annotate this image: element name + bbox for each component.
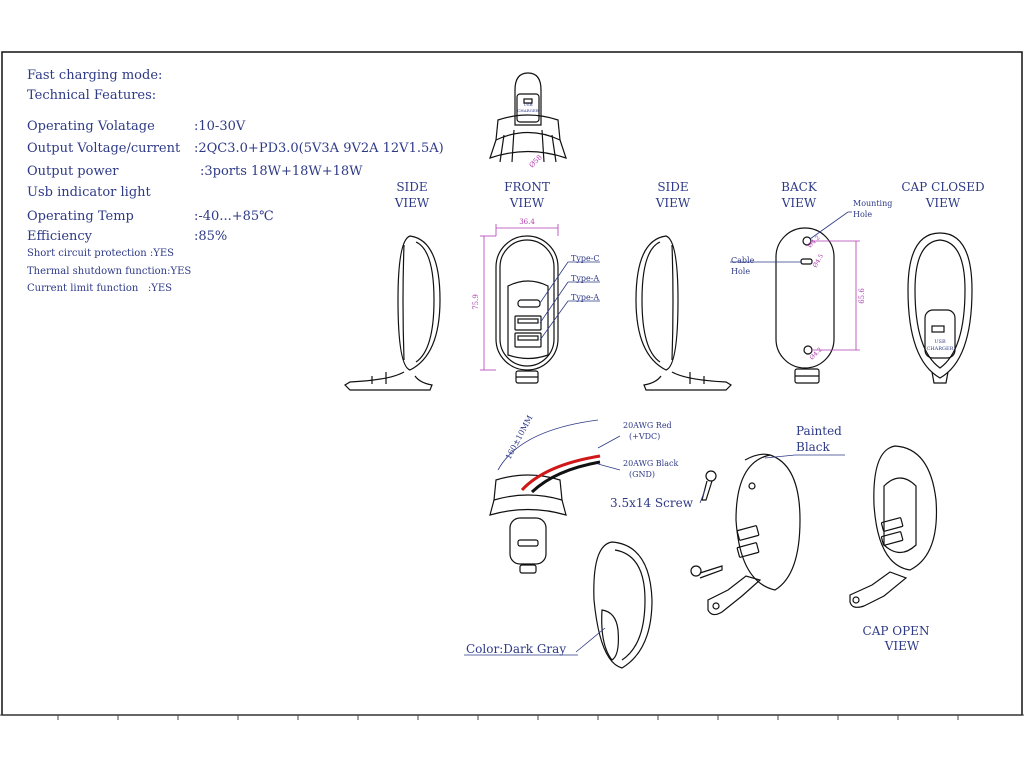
width-dim: 36.4 — [519, 218, 535, 226]
efficiency-value: :85% — [194, 229, 228, 244]
hole-spacing-dim: 65.6 — [858, 288, 866, 304]
usb-indicator-label: Usb indicator light — [27, 185, 151, 200]
wired-assembly-drawing — [489, 474, 567, 574]
operating-voltage-value: :10-30V — [194, 119, 246, 134]
cap-open-line1: CAP OPEN — [863, 624, 930, 638]
painted-body-drawing — [707, 453, 801, 616]
type-c-label: Type-C — [571, 254, 600, 263]
front-dimensions — [480, 224, 559, 371]
thermal-shutdown-label: Thermal shutdown function:YES — [27, 266, 192, 277]
wire-length-label: 160±10MM — [504, 414, 535, 461]
cap-usb-text: USB — [934, 339, 946, 345]
front-view-line1: FRONT — [504, 180, 550, 194]
color-leader — [575, 627, 606, 653]
top-charger-text: CHARGER — [517, 108, 540, 113]
technical-features-label: Technical Features: — [27, 88, 157, 103]
black-wire — [530, 460, 601, 494]
operating-temp-label: Operating Temp — [27, 209, 134, 224]
bottom-ruler — [0, 714, 1024, 720]
type-a-label-1: Type-A — [571, 274, 599, 283]
side-view-left-line1: SIDE — [396, 180, 427, 194]
cap-closed-line1: CAP CLOSED — [901, 180, 984, 194]
top-angle-dim: Ø58 — [528, 153, 544, 169]
painted-leader — [764, 454, 796, 459]
mounting-hole-line2: Hole — [853, 210, 872, 219]
black-wire-line2: (GND) — [629, 470, 655, 479]
dark-gray-body-drawing — [593, 541, 653, 669]
front-view-drawing — [495, 235, 559, 384]
front-view-line2: VIEW — [509, 196, 545, 210]
side-view-right-line1: SIDE — [657, 180, 688, 194]
operating-temp-value: :-40...+85℃ — [194, 209, 274, 224]
cap-charger-text: CHARGER — [927, 346, 954, 352]
screw-label: 3.5x14 Screw — [610, 496, 694, 510]
output-power-label: Output power — [27, 164, 119, 179]
side-view-left-drawing — [344, 235, 441, 391]
output-power-value: :3ports 18W+18W+18W — [200, 164, 363, 179]
cable-hole-line1: Cable — [731, 256, 755, 265]
cap-closed-line2: VIEW — [925, 196, 961, 210]
port-leaders — [539, 261, 600, 341]
top-view — [489, 72, 567, 163]
wire-leaders — [597, 435, 621, 471]
hole-dia-bottom-dim: Ø4.2 — [808, 346, 823, 361]
color-label: Color:Dark Gray — [466, 642, 566, 656]
sheet-border — [1, 51, 1023, 716]
output-vc-label: Output Voltage/current — [27, 141, 181, 156]
height-dim: 75.9 — [472, 294, 480, 310]
efficiency-label: Efficiency — [27, 229, 93, 244]
cap-open-drawing — [849, 445, 938, 608]
painted-line1: Painted — [796, 424, 842, 438]
back-view-line2: VIEW — [781, 196, 817, 210]
mounting-hole-line1: Mounting — [853, 199, 892, 208]
side-view-left-line2: VIEW — [394, 196, 430, 210]
back-view-line1: BACK — [781, 180, 818, 194]
wire-length-arc — [497, 419, 599, 471]
red-wire-line2: (+VDC) — [629, 432, 660, 441]
cap-open-line2: VIEW — [884, 639, 920, 653]
output-vc-value: :2QC3.0+PD3.0(5V3A 9V2A 12V1.5A) — [194, 141, 444, 156]
fast-charging-label: Fast charging mode: — [27, 68, 163, 83]
screws-drawing — [690, 470, 723, 579]
side-view-right-line2: VIEW — [655, 196, 691, 210]
cable-hole-line2: Hole — [731, 267, 750, 276]
painted-line2: Black — [796, 440, 831, 454]
back-view-drawing — [775, 227, 835, 384]
type-a-label-2: Type-A — [571, 293, 599, 302]
red-wire-line1: 20AWG Red — [623, 421, 672, 430]
screw-leader — [699, 489, 706, 504]
back-dimensions — [812, 240, 860, 351]
top-usb-text: USB — [523, 102, 532, 107]
operating-voltage-label: Operating Volatage — [27, 119, 155, 134]
short-circuit-label: Short circuit protection :YES — [27, 248, 175, 259]
side-view-right-drawing — [635, 235, 732, 391]
back-leaders — [730, 211, 852, 263]
slot-dim: Ø4.5 — [812, 253, 825, 269]
cap-closed-drawing — [907, 232, 973, 384]
black-wire-line1: 20AWG Black — [623, 459, 678, 468]
red-wire — [520, 454, 601, 492]
current-limit-label: Current limit function :YES — [27, 283, 172, 294]
